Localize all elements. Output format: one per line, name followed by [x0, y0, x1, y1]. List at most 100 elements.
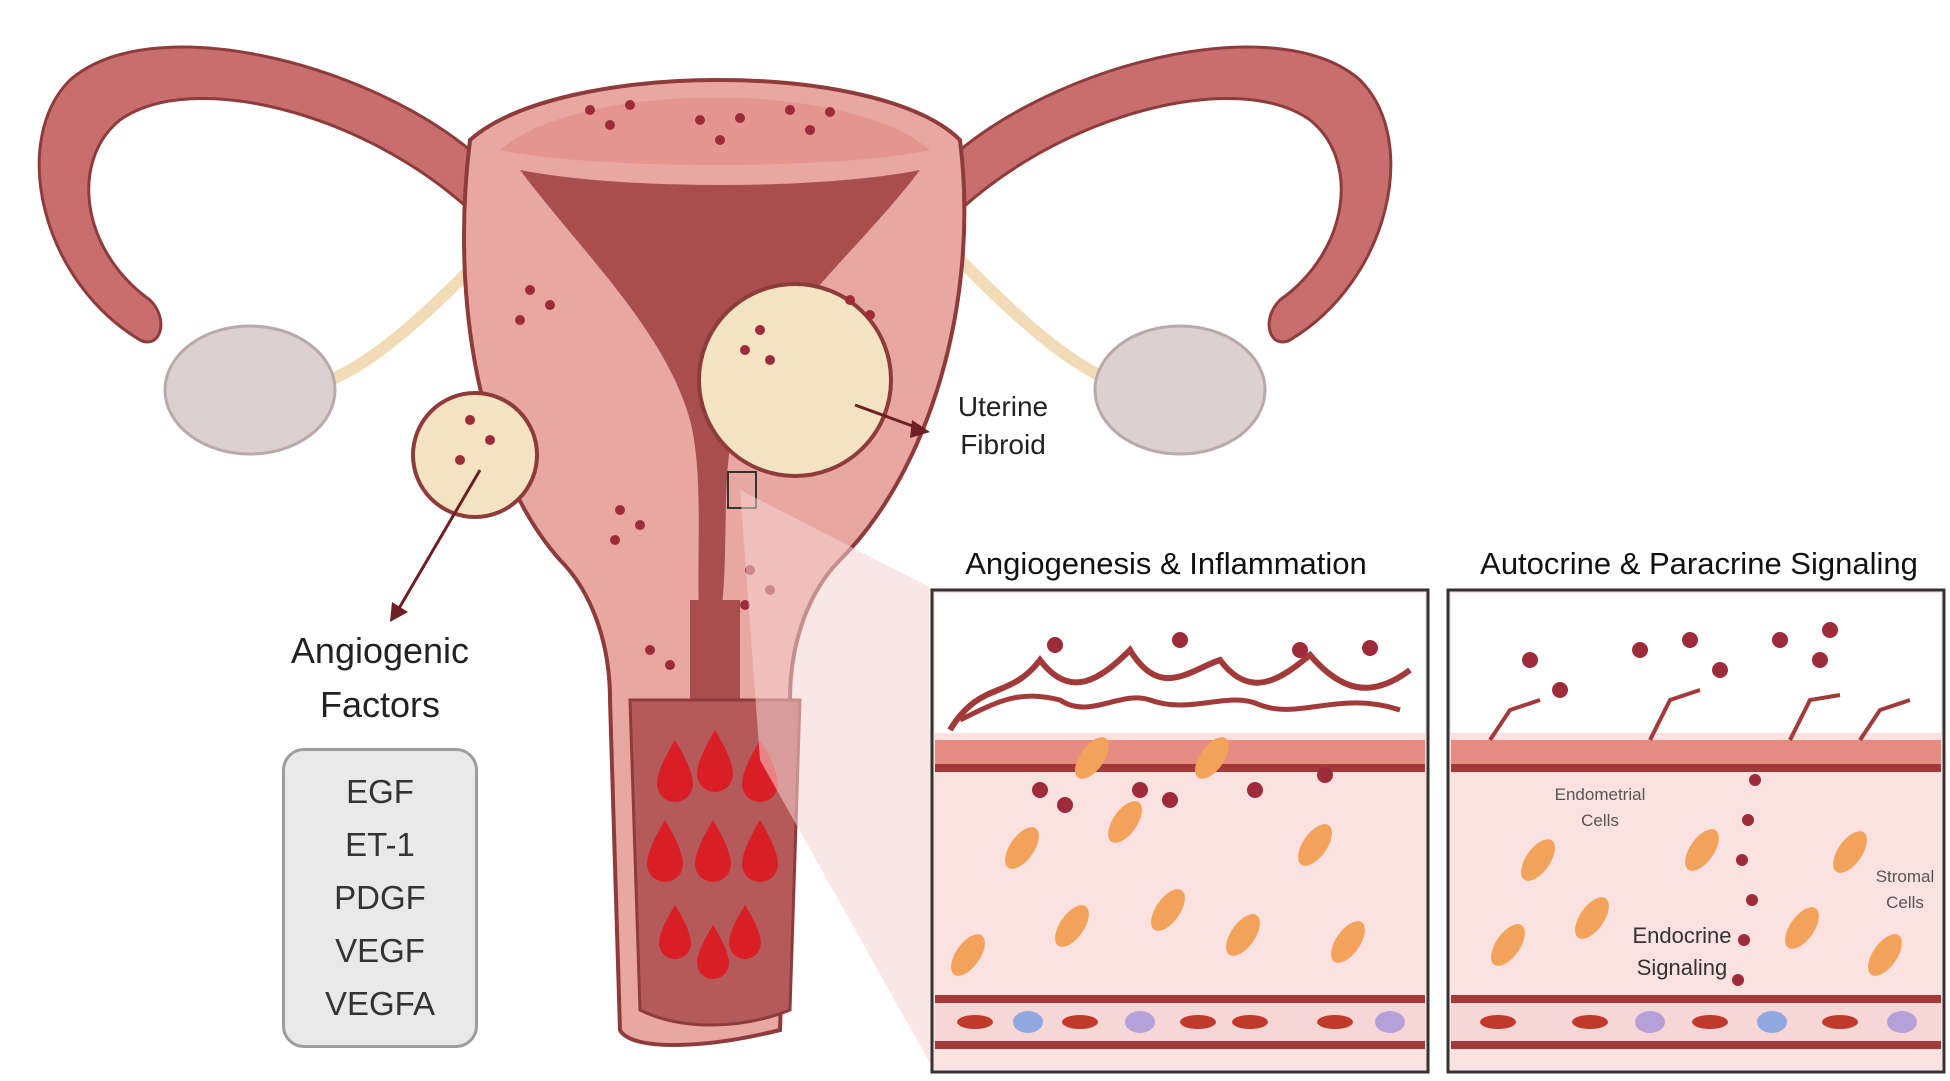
red-blood-cell	[1822, 1015, 1858, 1029]
factor-dot	[785, 105, 795, 115]
stromal-cell	[1108, 801, 1142, 843]
angiogenesis-panel	[930, 588, 1430, 1074]
factor-dot	[845, 295, 855, 305]
white-blood-cell	[1125, 1011, 1155, 1033]
factor-dot	[625, 100, 635, 110]
stromal-cell	[1685, 829, 1719, 871]
factor-item: VEGFA	[324, 985, 436, 1022]
factor-dot	[1822, 622, 1838, 638]
factor-dot	[1362, 640, 1378, 656]
uterus-illustration	[37, 45, 1393, 1072]
factor-dot	[735, 113, 745, 123]
stromal-cells-label-line1: Stromal	[1875, 867, 1935, 886]
factor-dot	[585, 105, 595, 115]
factor-dot	[755, 325, 765, 335]
uterine-fibroid-label: Uterine Fibroid	[918, 388, 1088, 464]
factor-dot	[865, 310, 875, 320]
white-blood-cell	[1375, 1011, 1405, 1033]
blood-cells-left	[957, 1011, 1405, 1033]
stromal-cell	[1005, 827, 1039, 869]
stromal-cell	[1785, 907, 1819, 949]
left-ovary	[163, 324, 337, 456]
factor-dot	[1552, 682, 1568, 698]
factor-dot	[1047, 637, 1063, 653]
signaling-panel-title: Autocrine & Paracrine Signaling	[1480, 546, 1918, 581]
factor-dot	[1292, 642, 1308, 658]
signaling-panel	[1446, 588, 1946, 1074]
stromal-cells-left	[951, 737, 1365, 976]
fibroid-arrow	[854, 403, 919, 430]
blood-drop	[697, 925, 729, 979]
stromal-cell	[1226, 914, 1260, 956]
factor-dot	[645, 645, 655, 655]
blood-drop	[695, 820, 731, 882]
angiogenic-factors-label: Angiogenic Factors	[240, 624, 520, 732]
right-ovarian-ligament	[955, 255, 1113, 386]
endocrine-signaling-label-line2: Signaling	[1636, 955, 1728, 980]
factor-dot	[545, 300, 555, 310]
angiogenic-factors-label-line2: Factors	[319, 684, 441, 725]
factor-dot	[635, 520, 645, 530]
stromal-cell	[1833, 831, 1867, 873]
factor-dot	[1812, 652, 1828, 668]
factor-dot	[740, 600, 750, 610]
red-blood-cell	[1232, 1015, 1268, 1029]
factor-dot	[1742, 814, 1754, 826]
angiogenic-factor-dots	[455, 100, 875, 670]
factor-dot	[515, 315, 525, 325]
endocrine-signaling-label-line1: Endocrine	[1632, 923, 1732, 948]
endometrial-cells-label-line2: Cells	[1581, 811, 1619, 830]
factor-dot	[1247, 782, 1263, 798]
factor-dot	[1736, 854, 1748, 866]
blood-drop	[647, 820, 683, 882]
red-blood-cell	[1692, 1015, 1728, 1029]
stromal-cell	[1298, 824, 1332, 866]
factor-dot	[455, 455, 465, 465]
factor-dot	[1172, 632, 1188, 648]
small-capillaries	[1488, 688, 1911, 742]
red-blood-cell	[1480, 1015, 1516, 1029]
endometrial-border	[935, 764, 1425, 772]
factor-dot	[485, 435, 495, 445]
factor-dot	[805, 125, 815, 135]
red-blood-cell	[1062, 1015, 1098, 1029]
stromal-cell	[1868, 934, 1902, 976]
blood-drop	[659, 905, 691, 959]
blood-vessel-top	[1451, 995, 1941, 1003]
factor-dot	[1772, 632, 1788, 648]
angiogenic-factors-list: EGF ET-1 PDGF VEGF VEGFA	[282, 748, 478, 1048]
stromal-cell	[1575, 897, 1609, 939]
stromal-cell	[951, 934, 985, 976]
factor-dot	[1682, 632, 1698, 648]
red-blood-cell	[1317, 1015, 1353, 1029]
stromal-cell	[1491, 924, 1525, 966]
capillary-network	[947, 645, 1412, 732]
blood-drop	[742, 820, 778, 882]
uterine-fibroid-label-line2: Fibroid	[960, 429, 1046, 460]
blood-drops	[647, 730, 778, 979]
factor-dot	[1749, 774, 1761, 786]
factor-dot	[665, 660, 675, 670]
stromal-cell	[1331, 921, 1365, 963]
capillary-network-2	[958, 693, 1401, 723]
blood-vessel-top	[935, 995, 1425, 1003]
factor-dot	[610, 535, 620, 545]
red-blood-cell	[1180, 1015, 1216, 1029]
endometrial-border	[1451, 764, 1941, 772]
endometrial-cells-label: Endometrial Cells	[1530, 782, 1670, 834]
factor-dot	[715, 135, 725, 145]
factor-dot	[1738, 934, 1750, 946]
large-uterine-fibroid	[697, 282, 893, 478]
factor-dot	[525, 285, 535, 295]
stromal-cell	[1055, 905, 1089, 947]
factor-dot	[1632, 642, 1648, 658]
white-blood-cell	[1013, 1011, 1043, 1033]
factor-dot	[1132, 782, 1148, 798]
left-fallopian-tube	[37, 45, 472, 344]
angiogenesis-panel-title: Angiogenesis & Inflammation	[965, 546, 1367, 581]
factor-dot	[1746, 894, 1758, 906]
right-fallopian-tube	[958, 45, 1393, 344]
panel-top-blank	[935, 593, 1425, 733]
blood-drop	[697, 730, 733, 792]
